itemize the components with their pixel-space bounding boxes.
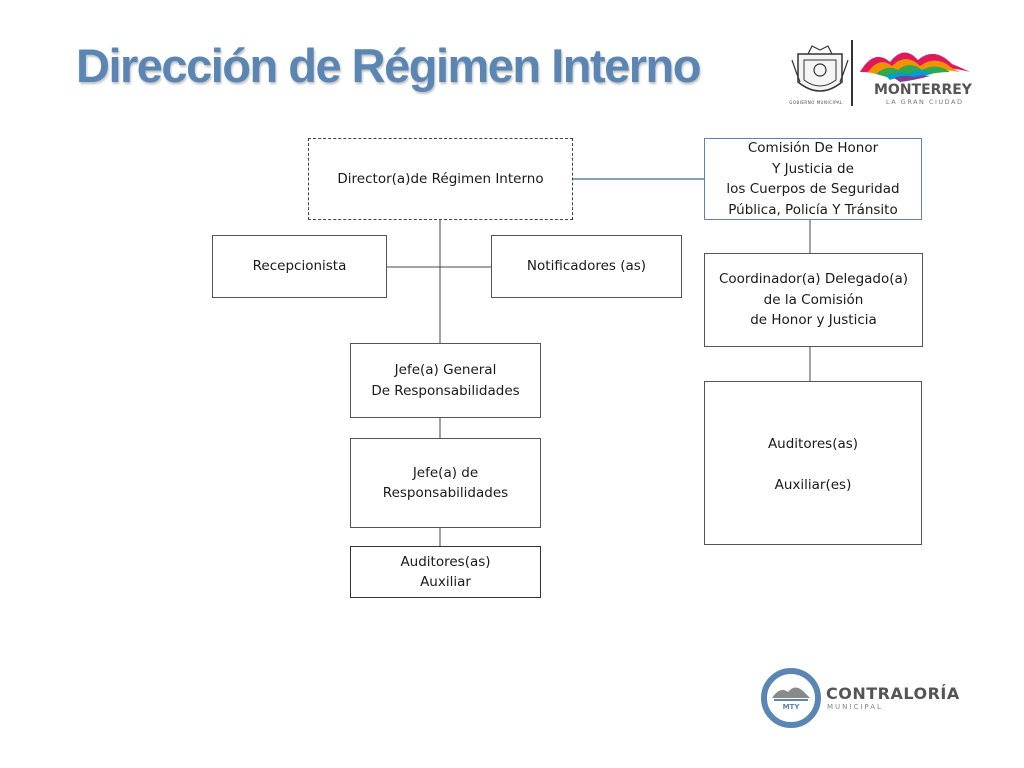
auditores-right-label: Auditores(as) Auxiliar(es): [767, 436, 859, 493]
comision-box: Comisión De Honor Y Justicia de los Cuer…: [704, 138, 922, 220]
notificadores-label: Notificadores (as): [526, 258, 647, 275]
contraloria-sub: MUNICIPAL: [827, 703, 883, 711]
jefe-general-box: Jefe(a) General De Responsabilidades: [350, 343, 541, 418]
jefe-general-label: Jefe(a) General De Responsabilidades: [371, 362, 520, 399]
page-title: Dirección de Régimen Interno: [76, 39, 701, 92]
municipal-logos: [786, 36, 986, 113]
director-label: Director(a)de Régimen Interno: [337, 170, 544, 187]
auditores-left-box: Auditores(as) Auxiliar: [350, 546, 541, 598]
jefe-responsabilidades-label: Jefe(a) de Responsabilidades: [382, 464, 509, 502]
jefe-responsabilidades-box: Jefe(a) de Responsabilidades: [350, 438, 541, 528]
comision-label: Comisión De Honor Y Justicia de los Cuer…: [726, 140, 900, 218]
recepcionista-box: Recepcionista: [212, 235, 387, 298]
shield-caption: GOBIERNO MUNICIPAL: [789, 100, 843, 105]
monterrey-logo-icon: [791, 40, 970, 106]
contraloria-logo: [760, 668, 824, 733]
recepcionista-label: Recepcionista: [252, 258, 347, 275]
city-tagline: LA GRAN CIUDAD: [886, 98, 964, 106]
director-box: Director(a)de Régimen Interno: [308, 138, 573, 220]
city-name: MONTERREY: [874, 82, 972, 98]
coordinador-label: Coordinador(a) Delegado(a) de la Comisió…: [718, 271, 909, 329]
contraloria-name: CONTRALORÍA: [826, 684, 960, 703]
coordinador-box: Coordinador(a) Delegado(a) de la Comisió…: [704, 253, 923, 347]
auditores-left-label: Auditores(as) Auxiliar: [400, 553, 491, 591]
notificadores-box: Notificadores (as): [491, 235, 682, 298]
contraloria-emblem-icon: [761, 668, 821, 728]
auditores-right-box: Auditores(as) Auxiliar(es): [704, 381, 922, 545]
contraloria-badge: MTY: [782, 703, 800, 711]
